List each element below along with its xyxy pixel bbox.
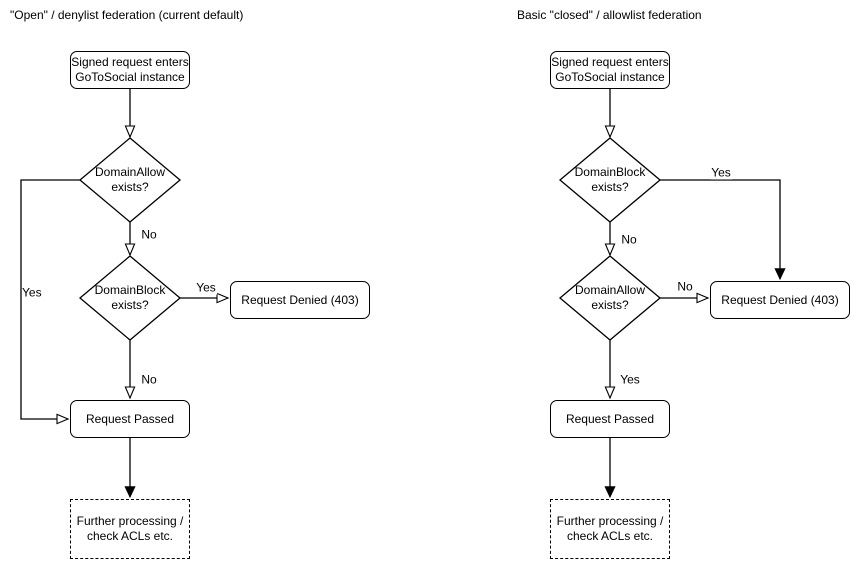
diamond-closed-domainblock bbox=[558, 137, 662, 223]
diagram-title-open: "Open" / denylist federation (current de… bbox=[10, 8, 244, 22]
node-open-start: Signed request enters GoToSocial instanc… bbox=[70, 51, 190, 89]
node-open-further-processing: Further processing / check ACLs etc. bbox=[70, 499, 190, 559]
node-open-request-denied: Request Denied (403) bbox=[230, 281, 370, 319]
edge-closed-domainblock-yes bbox=[660, 179, 786, 281]
edge-label-open-domainallow-no: No bbox=[140, 227, 158, 242]
diamond-open-domainallow bbox=[78, 137, 182, 223]
node-closed-request-passed: Request Passed bbox=[550, 400, 670, 438]
node-open-decision-domainblock: DomainBlock exists? bbox=[94, 283, 166, 312]
edge-label-open-domainallow-yes: Yes bbox=[22, 285, 42, 300]
edge-label-closed-domainblock-yes: Yes bbox=[710, 165, 732, 180]
node-closed-request-denied: Request Denied (403) bbox=[710, 281, 850, 319]
node-closed-start: Signed request enters GoToSocial instanc… bbox=[550, 51, 670, 89]
node-closed-further-processing: Further processing / check ACLs etc. bbox=[550, 499, 670, 559]
node-closed-decision-domainallow: DomainAllow exists? bbox=[574, 283, 646, 312]
diamond-closed-domainallow bbox=[558, 255, 662, 341]
diagram-title-closed: Basic "closed" / allowlist federation bbox=[517, 8, 702, 22]
edge-label-closed-domainblock-no: No bbox=[620, 232, 638, 247]
edge-label-open-domainblock-yes: Yes bbox=[195, 280, 217, 295]
diamond-open-domainblock bbox=[78, 255, 182, 341]
edge-open-domainallow-yes bbox=[20, 179, 80, 425]
edge-label-closed-domainallow-no: No bbox=[676, 279, 694, 294]
node-open-request-passed: Request Passed bbox=[70, 400, 190, 438]
node-open-decision-domainallow: DomainAllow exists? bbox=[94, 165, 166, 194]
edge-label-open-domainblock-no: No bbox=[140, 372, 158, 387]
node-closed-decision-domainblock: DomainBlock exists? bbox=[574, 165, 646, 194]
edge-label-closed-domainallow-yes: Yes bbox=[619, 372, 641, 387]
